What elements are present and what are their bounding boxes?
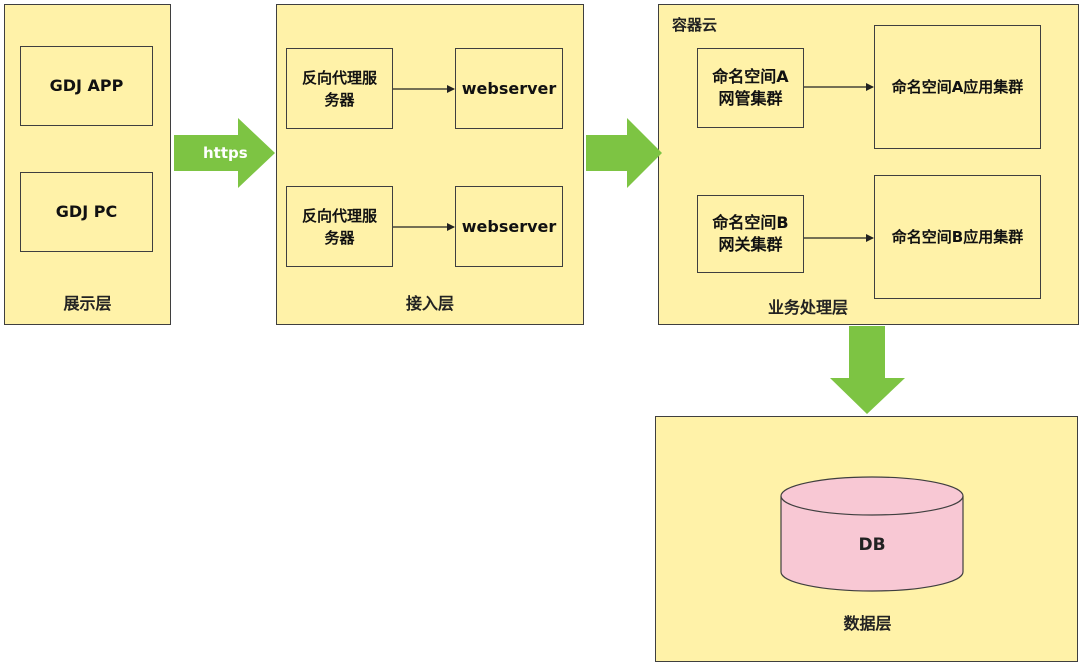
- gdj-pc-box: GDJ PC: [20, 172, 153, 252]
- namespace-a-cluster-box: 命名空间A应用集群: [874, 25, 1041, 149]
- db-cylinder: [780, 476, 964, 592]
- namespace-b-cluster-box: 命名空间B应用集群: [874, 175, 1041, 299]
- gdj-app-box: GDJ APP: [20, 46, 153, 126]
- namespace-a-gateway-box: 命名空间A 网管集群: [697, 48, 804, 128]
- webserver-box-1: webserver: [455, 48, 563, 129]
- https-arrow: [174, 118, 275, 188]
- container-cloud-title: 容器云: [672, 16, 718, 34]
- data-layer-label: 数据层: [843, 614, 892, 633]
- namespace-a-gateway-label: 命名空间A 网管集群: [712, 67, 789, 108]
- access-layer-label: 接入层: [405, 294, 454, 313]
- webserver-box-2: webserver: [455, 186, 563, 267]
- business-layer-label: 业务处理层: [767, 298, 848, 317]
- access-to-business-arrow: [586, 118, 662, 188]
- https-label: https: [203, 144, 248, 162]
- namespace-b-gateway-label: 命名空间B 网关集群: [712, 213, 789, 254]
- reverse-proxy-box-1: 反向代理服务器: [286, 48, 393, 129]
- namespace-b-gateway-box: 命名空间B 网关集群: [697, 195, 804, 273]
- presentation-layer-label: 展示层: [63, 294, 112, 313]
- business-to-data-arrow: [830, 326, 905, 414]
- db-label: DB: [858, 535, 886, 555]
- reverse-proxy-box-2: 反向代理服务器: [286, 186, 393, 267]
